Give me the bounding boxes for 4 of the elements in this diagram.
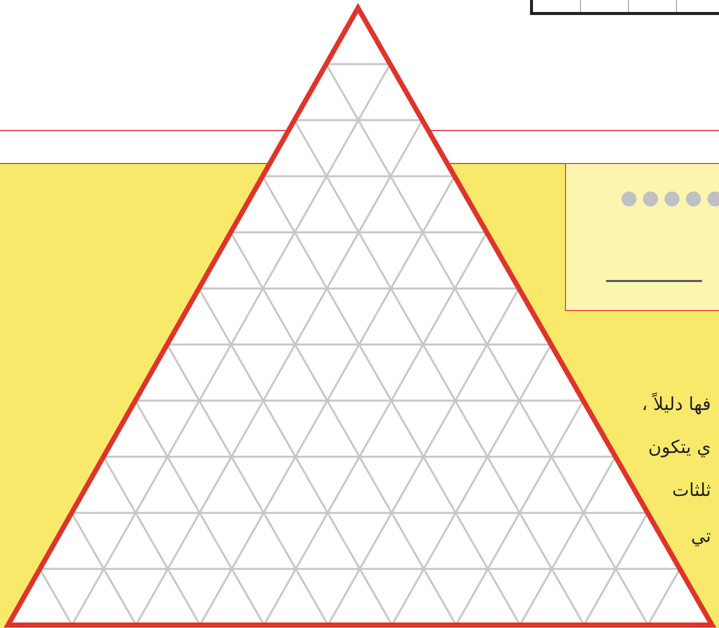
text-line: فها دليلاً ،	[642, 393, 711, 417]
text-line: ي يتكون	[648, 436, 711, 460]
text-line: ثلثات	[672, 479, 711, 503]
text-line: تي	[690, 525, 711, 549]
